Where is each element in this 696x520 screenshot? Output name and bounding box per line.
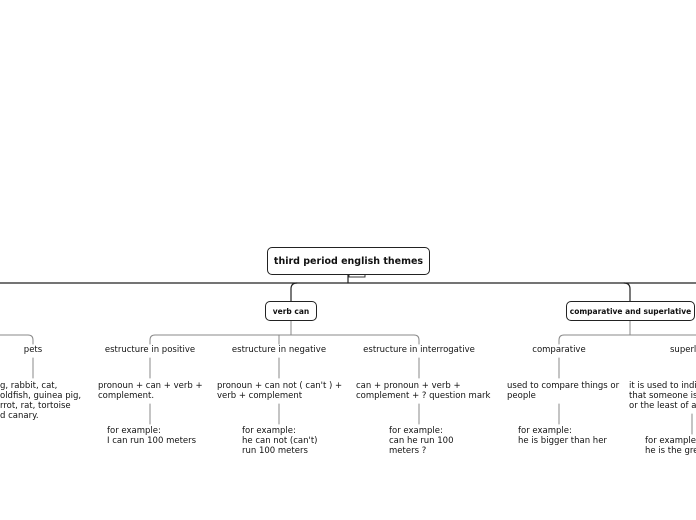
pets-text: g, rabbit, cat, oldfish, guinea pig, rro… xyxy=(0,381,82,421)
negative-example: for example: he can not (can't) run 100 … xyxy=(242,426,318,456)
topic-verb-can-label: verb can xyxy=(272,306,310,316)
comparative-example: for example: he is bigger than her xyxy=(518,426,607,446)
interrogative-example: for example: can he run 100 meters ? xyxy=(389,426,454,456)
subtopic-comparative[interactable]: comparative xyxy=(532,345,586,355)
positive-text: pronoun + can + verb + complement. xyxy=(98,381,203,401)
root-topic[interactable]: third period english themes xyxy=(267,247,430,275)
topic-comparative-superlative-label: comparative and superlative xyxy=(569,306,692,316)
superlative-text: it is used to indic that someone is or t… xyxy=(629,381,696,411)
subtopic-superlative[interactable]: superla xyxy=(670,345,696,355)
subtopic-estructure-interrogative[interactable]: estructure in interrogative xyxy=(363,345,475,355)
root-topic-label: third period english themes xyxy=(273,255,424,267)
subtopic-estructure-negative[interactable]: estructure in negative xyxy=(231,345,327,355)
subtopic-estructure-positive[interactable]: estructure in positive xyxy=(104,345,196,355)
interrogative-text: can + pronoun + verb + complement + ? qu… xyxy=(356,381,491,401)
superlative-example: for example: he is the gre xyxy=(645,436,696,456)
negative-text: pronoun + can not ( can't ) + verb + com… xyxy=(217,381,343,401)
topic-verb-can[interactable]: verb can xyxy=(265,301,317,321)
topic-comparative-superlative[interactable]: comparative and superlative xyxy=(566,301,695,321)
subtopic-pets[interactable]: pets xyxy=(23,345,43,355)
comparative-text: used to compare things or people xyxy=(507,381,620,401)
positive-example: for example: I can run 100 meters xyxy=(107,426,197,446)
